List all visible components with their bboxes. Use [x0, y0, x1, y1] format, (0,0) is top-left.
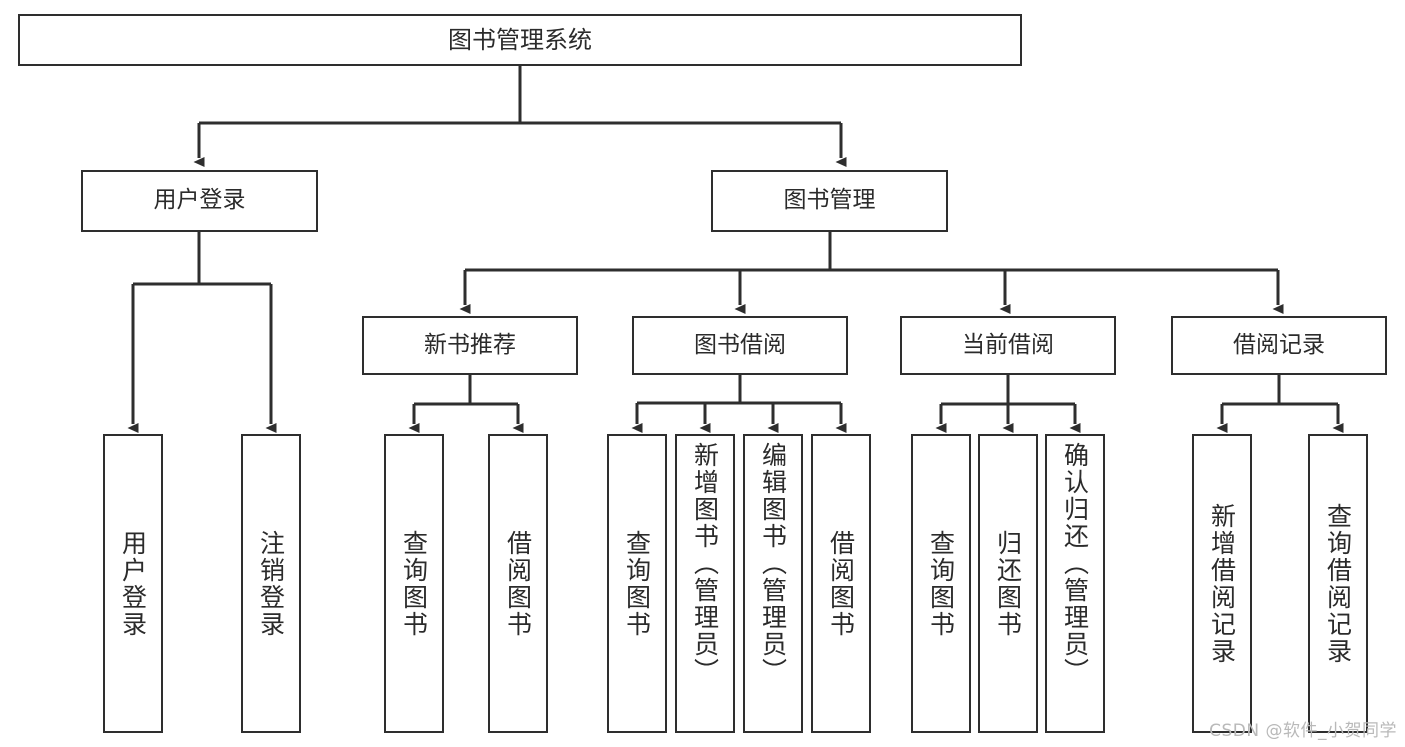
leaf-borrow-book[interactable]: 借阅图书 [811, 434, 871, 733]
node-label: 注销登录 [256, 529, 286, 638]
node-label: 借阅图书 [503, 529, 533, 638]
node-label: 新增借阅记录 [1207, 502, 1237, 665]
node-label: 查询图书 [926, 529, 956, 638]
leaf-add-borrow-record[interactable]: 新增借阅记录 [1192, 434, 1252, 733]
leaf-query-borrow-record[interactable]: 查询借阅记录 [1308, 434, 1368, 733]
node-current-borrow[interactable]: 当前借阅 [900, 316, 1116, 375]
leaf-confirm-return-admin[interactable]: 确认归还（管理员） [1045, 434, 1105, 733]
node-label: 查询借阅记录 [1323, 502, 1353, 665]
node-label: 新增图书（管理员） [690, 442, 720, 685]
node-label: 确认归还（管理员） [1060, 442, 1090, 685]
csdn-watermark: CSDN @软件_小贺同学 [1209, 721, 1397, 741]
node-label: 归还图书 [993, 529, 1023, 638]
node-root-system[interactable]: 图书管理系统 [18, 14, 1022, 66]
node-book-management[interactable]: 图书管理 [711, 170, 948, 232]
node-label: 编辑图书（管理员） [758, 442, 788, 685]
node-new-book-recommend[interactable]: 新书推荐 [362, 316, 578, 375]
node-label: 借阅记录 [1233, 331, 1325, 358]
node-borrow-record[interactable]: 借阅记录 [1171, 316, 1387, 375]
node-label: 新书推荐 [424, 331, 516, 358]
node-book-borrow[interactable]: 图书借阅 [632, 316, 848, 375]
leaf-edit-book-admin[interactable]: 编辑图书（管理员） [743, 434, 803, 733]
leaf-user-login[interactable]: 用户登录 [103, 434, 163, 733]
node-label: 借阅图书 [826, 529, 856, 638]
leaf-add-book-admin[interactable]: 新增图书（管理员） [675, 434, 735, 733]
leaf-query-book-current[interactable]: 查询图书 [911, 434, 971, 733]
node-label: 用户登录 [118, 529, 148, 638]
leaf-query-book-borrow[interactable]: 查询图书 [607, 434, 667, 733]
node-user-login[interactable]: 用户登录 [81, 170, 318, 232]
leaf-return-book[interactable]: 归还图书 [978, 434, 1038, 733]
leaf-user-logout[interactable]: 注销登录 [241, 434, 301, 733]
node-label: 查询图书 [622, 529, 652, 638]
node-label: 图书借阅 [694, 331, 786, 358]
leaf-query-book-new[interactable]: 查询图书 [384, 434, 444, 733]
node-label: 查询图书 [399, 529, 429, 638]
leaf-borrow-book-new[interactable]: 借阅图书 [488, 434, 548, 733]
node-label: 当前借阅 [962, 331, 1054, 358]
node-label: 图书管理系统 [448, 25, 592, 54]
node-label: 用户登录 [153, 187, 246, 214]
node-label: 图书管理 [783, 187, 876, 214]
